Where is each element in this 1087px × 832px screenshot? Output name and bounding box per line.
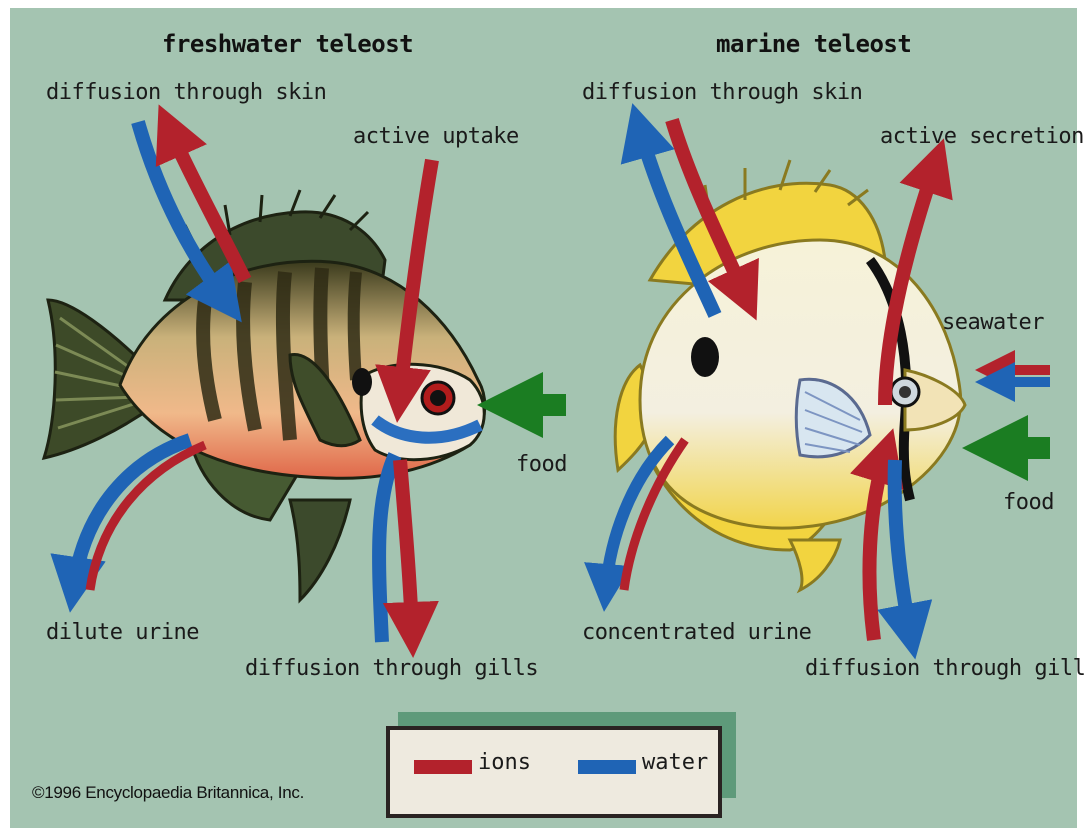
copyright-notice: ©1996 Encyclopaedia Britannica, Inc.	[32, 783, 304, 803]
fw-label-diffusion-skin: diffusion through skin	[46, 80, 326, 105]
m-label-seawater: seawater	[942, 310, 1044, 335]
freshwater-title: freshwater teleost	[162, 30, 413, 58]
fw-label-active-uptake: active uptake	[353, 124, 519, 149]
legend-ions-label: ions	[478, 750, 531, 775]
marine-title: marine teleost	[716, 30, 911, 58]
m-label-diffusion-skin: diffusion through skin	[582, 80, 862, 105]
m-label-diffusion-gills: diffusion through gills	[805, 656, 1087, 681]
m-label-active-secretion: active secretion	[880, 124, 1084, 149]
fw-label-dilute-urine: dilute urine	[46, 620, 199, 645]
legend-ions-swatch	[414, 760, 472, 774]
fw-label-diffusion-gills: diffusion through gills	[245, 656, 538, 681]
m-label-concentrated-urine: concentrated urine	[582, 620, 811, 645]
legend-water-label: water	[642, 750, 708, 775]
legend-water-swatch	[578, 760, 636, 774]
m-label-food: food	[1003, 490, 1054, 515]
fw-label-food: food	[516, 452, 567, 477]
legend: ions water	[386, 726, 722, 818]
